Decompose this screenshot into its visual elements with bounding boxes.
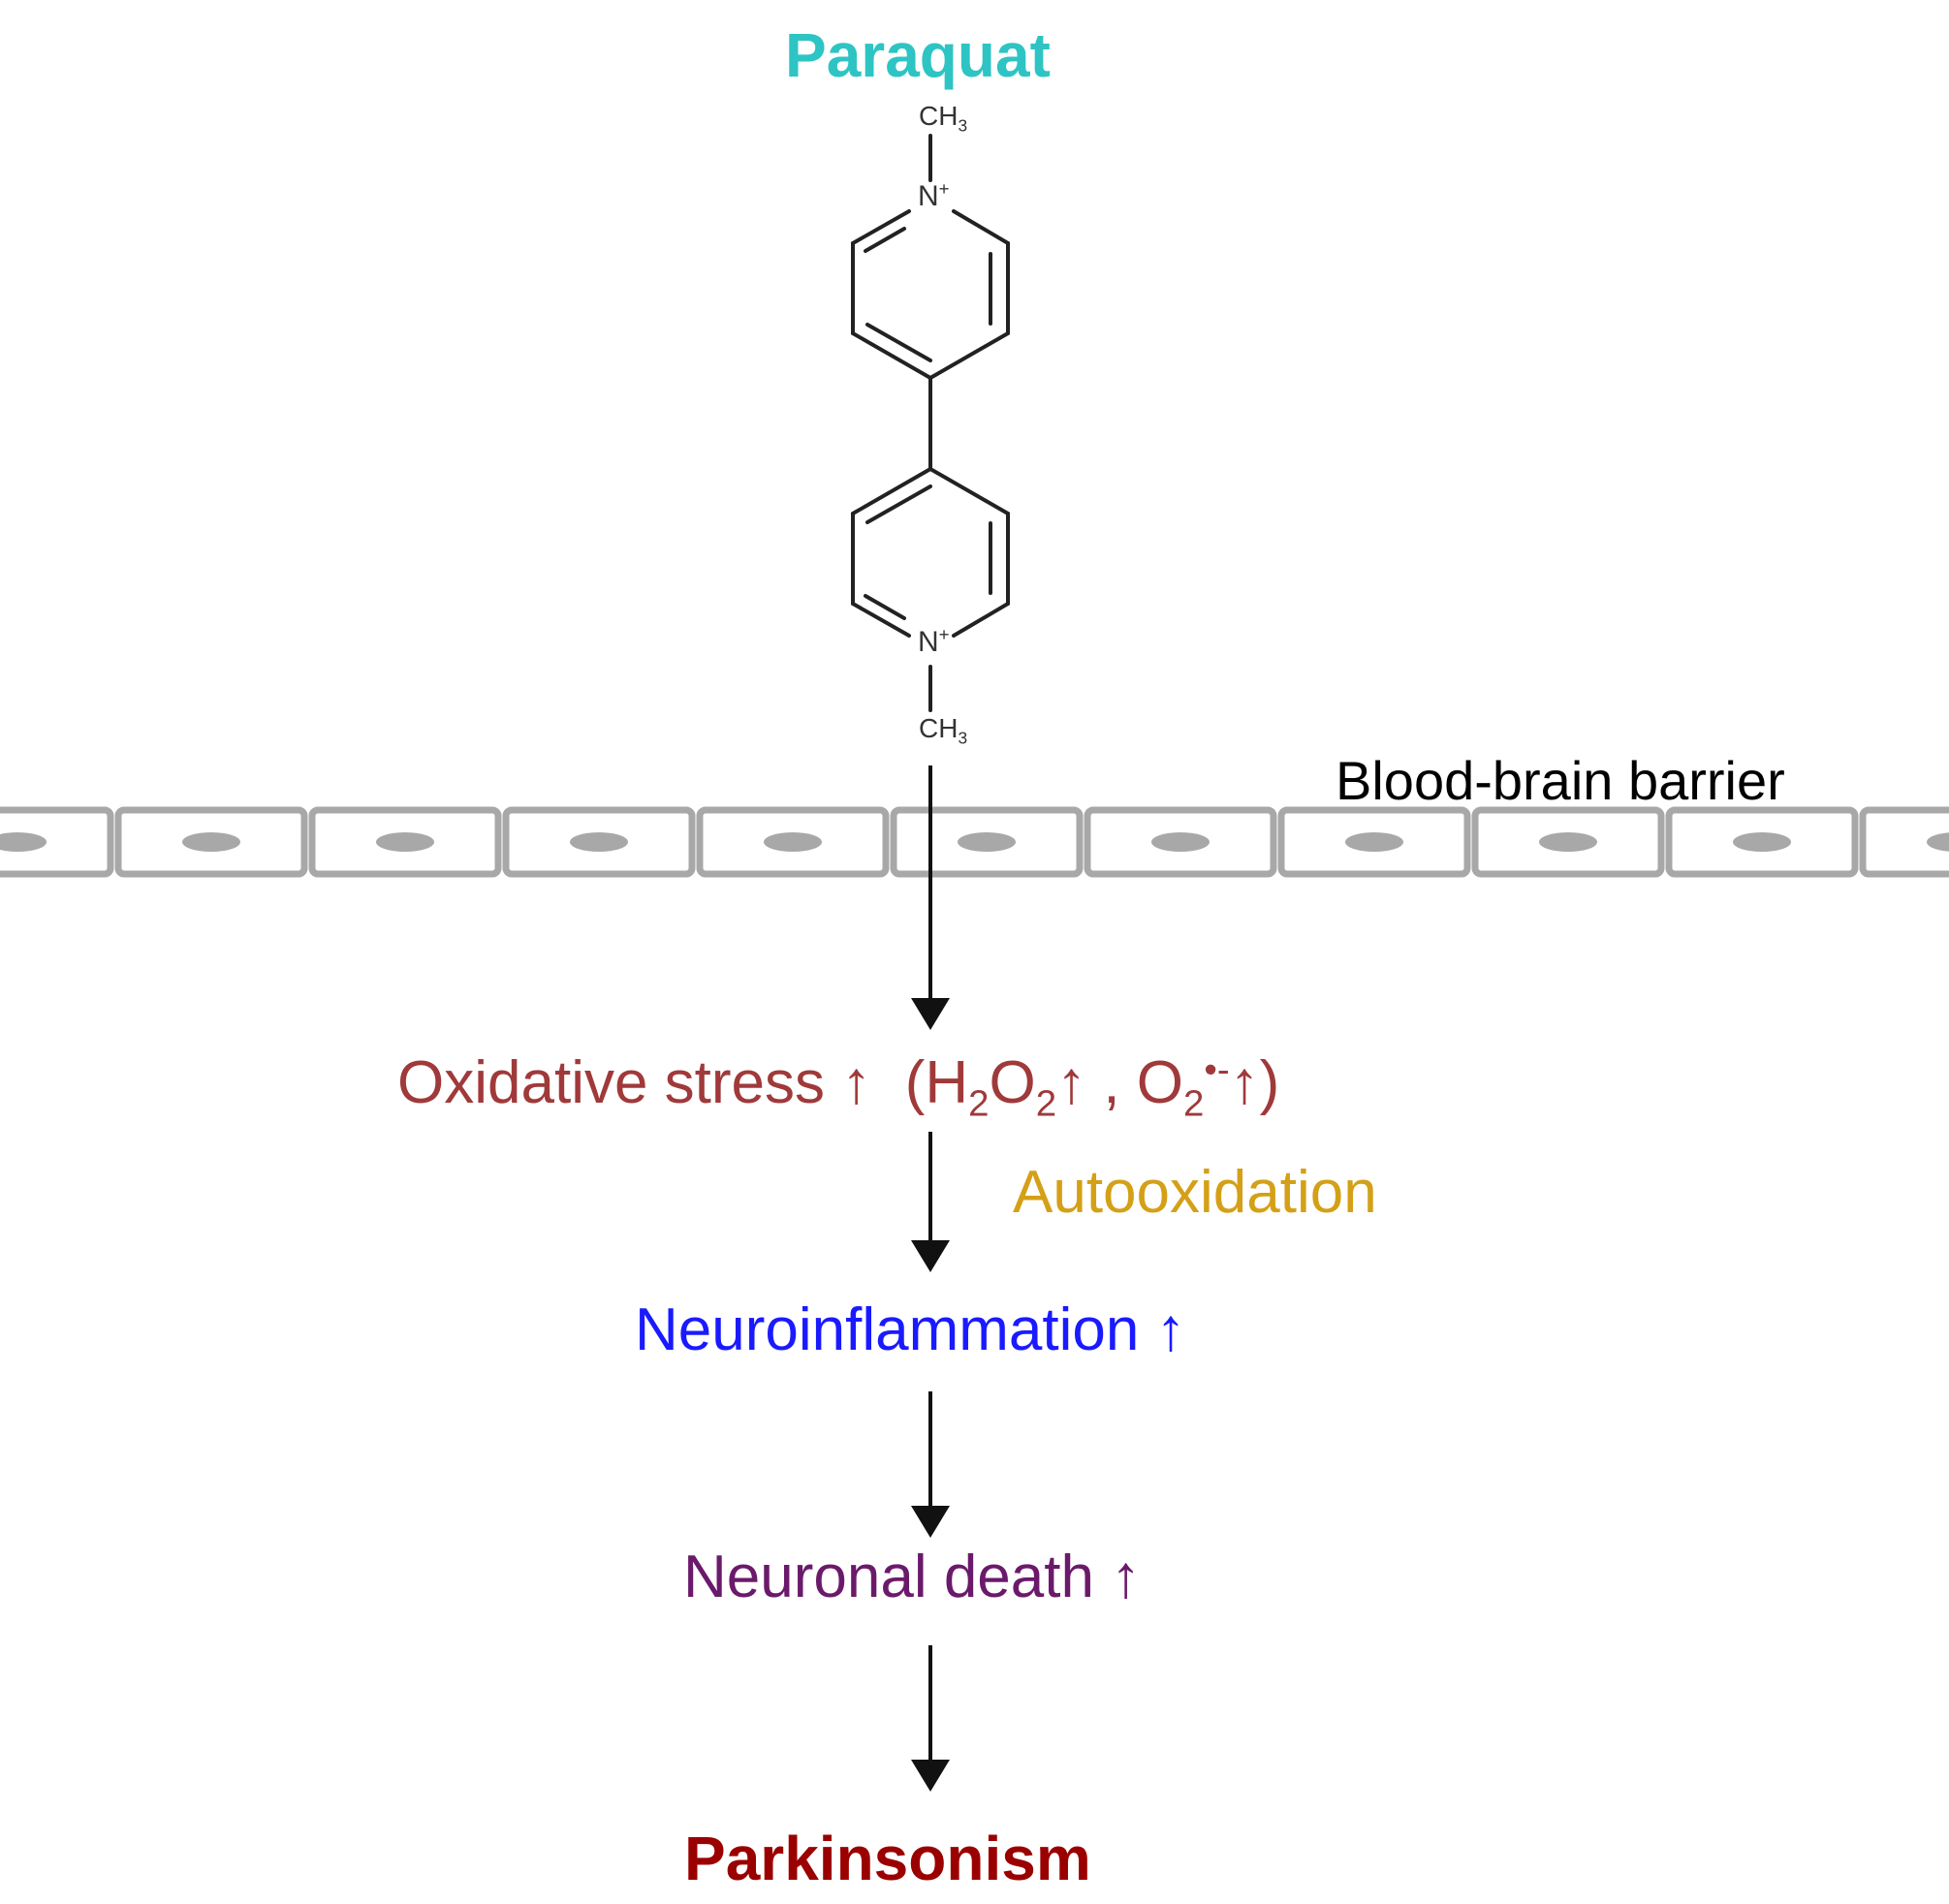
cell-nucleus (182, 832, 240, 852)
cell-nucleus (1151, 832, 1210, 852)
bottom-nitrogen-label: N+ (918, 624, 950, 658)
bottom-ring-bond (851, 602, 911, 638)
neuroinflammation-label: Neuroinflammation ↑ (635, 1296, 1186, 1363)
endothelial-cell (1859, 806, 1949, 878)
top-methyl-label: CH3 (919, 101, 968, 136)
parkinsonism-label: Parkinsonism (684, 1824, 1091, 1893)
bottom-ring-bond (928, 467, 1010, 515)
top-ring-bond (851, 209, 911, 245)
oxidative-stress-label: Oxidative stress ↑ (H2O2↑ , O2•-↑) (397, 1048, 1280, 1125)
top-ring-double-bond (864, 227, 906, 253)
arrowhead (911, 1240, 950, 1272)
arrowhead (911, 1760, 950, 1792)
ros-species-label: (H2O2↑ , O2•-↑) (904, 1048, 1280, 1125)
top-ring-bond (928, 331, 1010, 380)
cell-nucleus (1539, 832, 1597, 852)
bottom-ring-bond (952, 602, 1010, 638)
increase-arrow-icon: ↑ (841, 1049, 872, 1116)
cell-nucleus (0, 832, 47, 852)
blood-brain-barrier-label: Blood-brain barrier (1336, 750, 1785, 811)
top-ring-double-bond (865, 323, 932, 362)
paraquat-title: Paraquat (785, 20, 1051, 90)
cell-nucleus (376, 832, 434, 852)
cell-nucleus (1733, 832, 1791, 852)
endothelial-cell (0, 806, 114, 878)
cell-nucleus (958, 832, 1016, 852)
bottom-ring-double-bond (865, 484, 932, 524)
increase-arrow-icon: ↑ (1229, 1049, 1260, 1116)
autooxidation-label: Autooxidation (1013, 1159, 1377, 1226)
cell-nucleus (1927, 832, 1949, 852)
increase-arrow-icon: ↑ (1111, 1544, 1142, 1610)
top-nitrogen-label: N+ (918, 178, 950, 212)
cell-nucleus (570, 832, 628, 852)
neuronal-death-label: Neuronal death ↑ (683, 1544, 1142, 1610)
bottom-methyl-label: CH3 (919, 713, 968, 748)
increase-arrow-icon: ↑ (1155, 1296, 1186, 1363)
bottom-ring-double-bond (864, 594, 906, 620)
top-ring-bond (851, 331, 932, 380)
increase-arrow-icon: ↑ (1056, 1049, 1087, 1116)
arrowhead (911, 998, 950, 1030)
arrowhead (911, 1506, 950, 1538)
bottom-ring-bond (851, 467, 932, 515)
cell-nucleus (764, 832, 822, 852)
top-ring-bond (952, 209, 1010, 245)
cell-nucleus (1345, 832, 1403, 852)
